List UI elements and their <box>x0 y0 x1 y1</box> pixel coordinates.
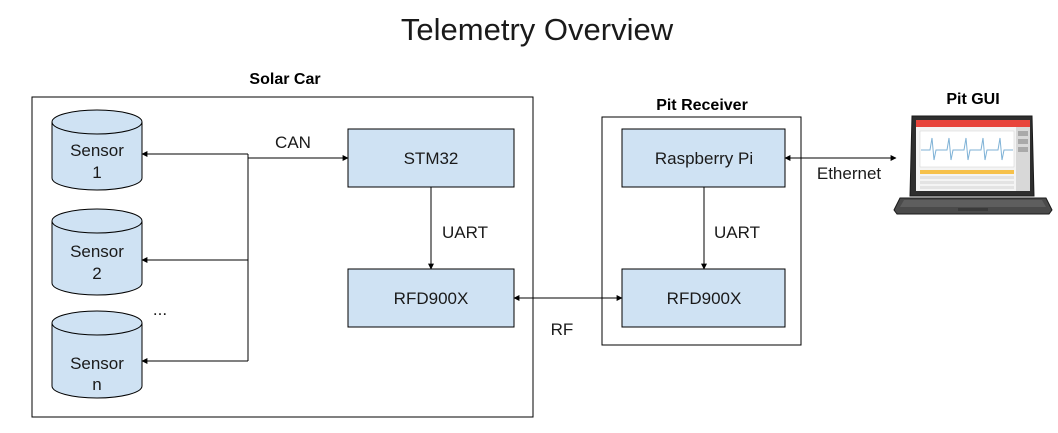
diagram-title: Telemetry Overview <box>401 12 674 47</box>
sensor-1-label-line1: Sensor <box>70 141 124 160</box>
raspberry-pi-node: Raspberry Pi <box>621 128 786 188</box>
sensor-1-node: Sensor 1 <box>51 109 143 191</box>
laptop-icon <box>893 115 1053 215</box>
pit-gui-label: Pit GUI <box>946 91 999 108</box>
sensor-1-label-line2: 1 <box>92 163 101 182</box>
rfd900x-pit-label: RFD900X <box>667 289 742 308</box>
sensor-n-label-line1: Sensor <box>70 354 124 373</box>
sensor-2-label-line1: Sensor <box>70 242 124 261</box>
uart-pit-label: UART <box>714 223 760 242</box>
solar-car-container <box>31 96 534 418</box>
sensor-n-node: Sensor n <box>51 310 143 399</box>
stm32-node: STM32 <box>347 128 515 188</box>
rfd900x-car-node: RFD900X <box>347 268 515 328</box>
pit-receiver-label: Pit Receiver <box>656 97 748 114</box>
rfd900x-car-label: RFD900X <box>394 289 469 308</box>
uart-car-label: UART <box>442 223 488 242</box>
sensor-2-label-line2: 2 <box>92 264 101 283</box>
solar-car-label: Solar Car <box>249 71 320 88</box>
stm32-label: STM32 <box>404 149 459 168</box>
more-sensors-ellipsis: ... <box>153 300 167 319</box>
sensor-n-label-line2: n <box>92 375 101 394</box>
can-label: CAN <box>275 133 311 152</box>
pit-receiver-container <box>601 116 802 346</box>
sensor-2-node: Sensor 2 <box>51 208 143 296</box>
rf-label: RF <box>551 320 574 339</box>
raspberry-pi-label: Raspberry Pi <box>655 149 753 168</box>
ethernet-label: Ethernet <box>817 164 882 183</box>
rfd900x-pit-node: RFD900X <box>621 268 786 328</box>
